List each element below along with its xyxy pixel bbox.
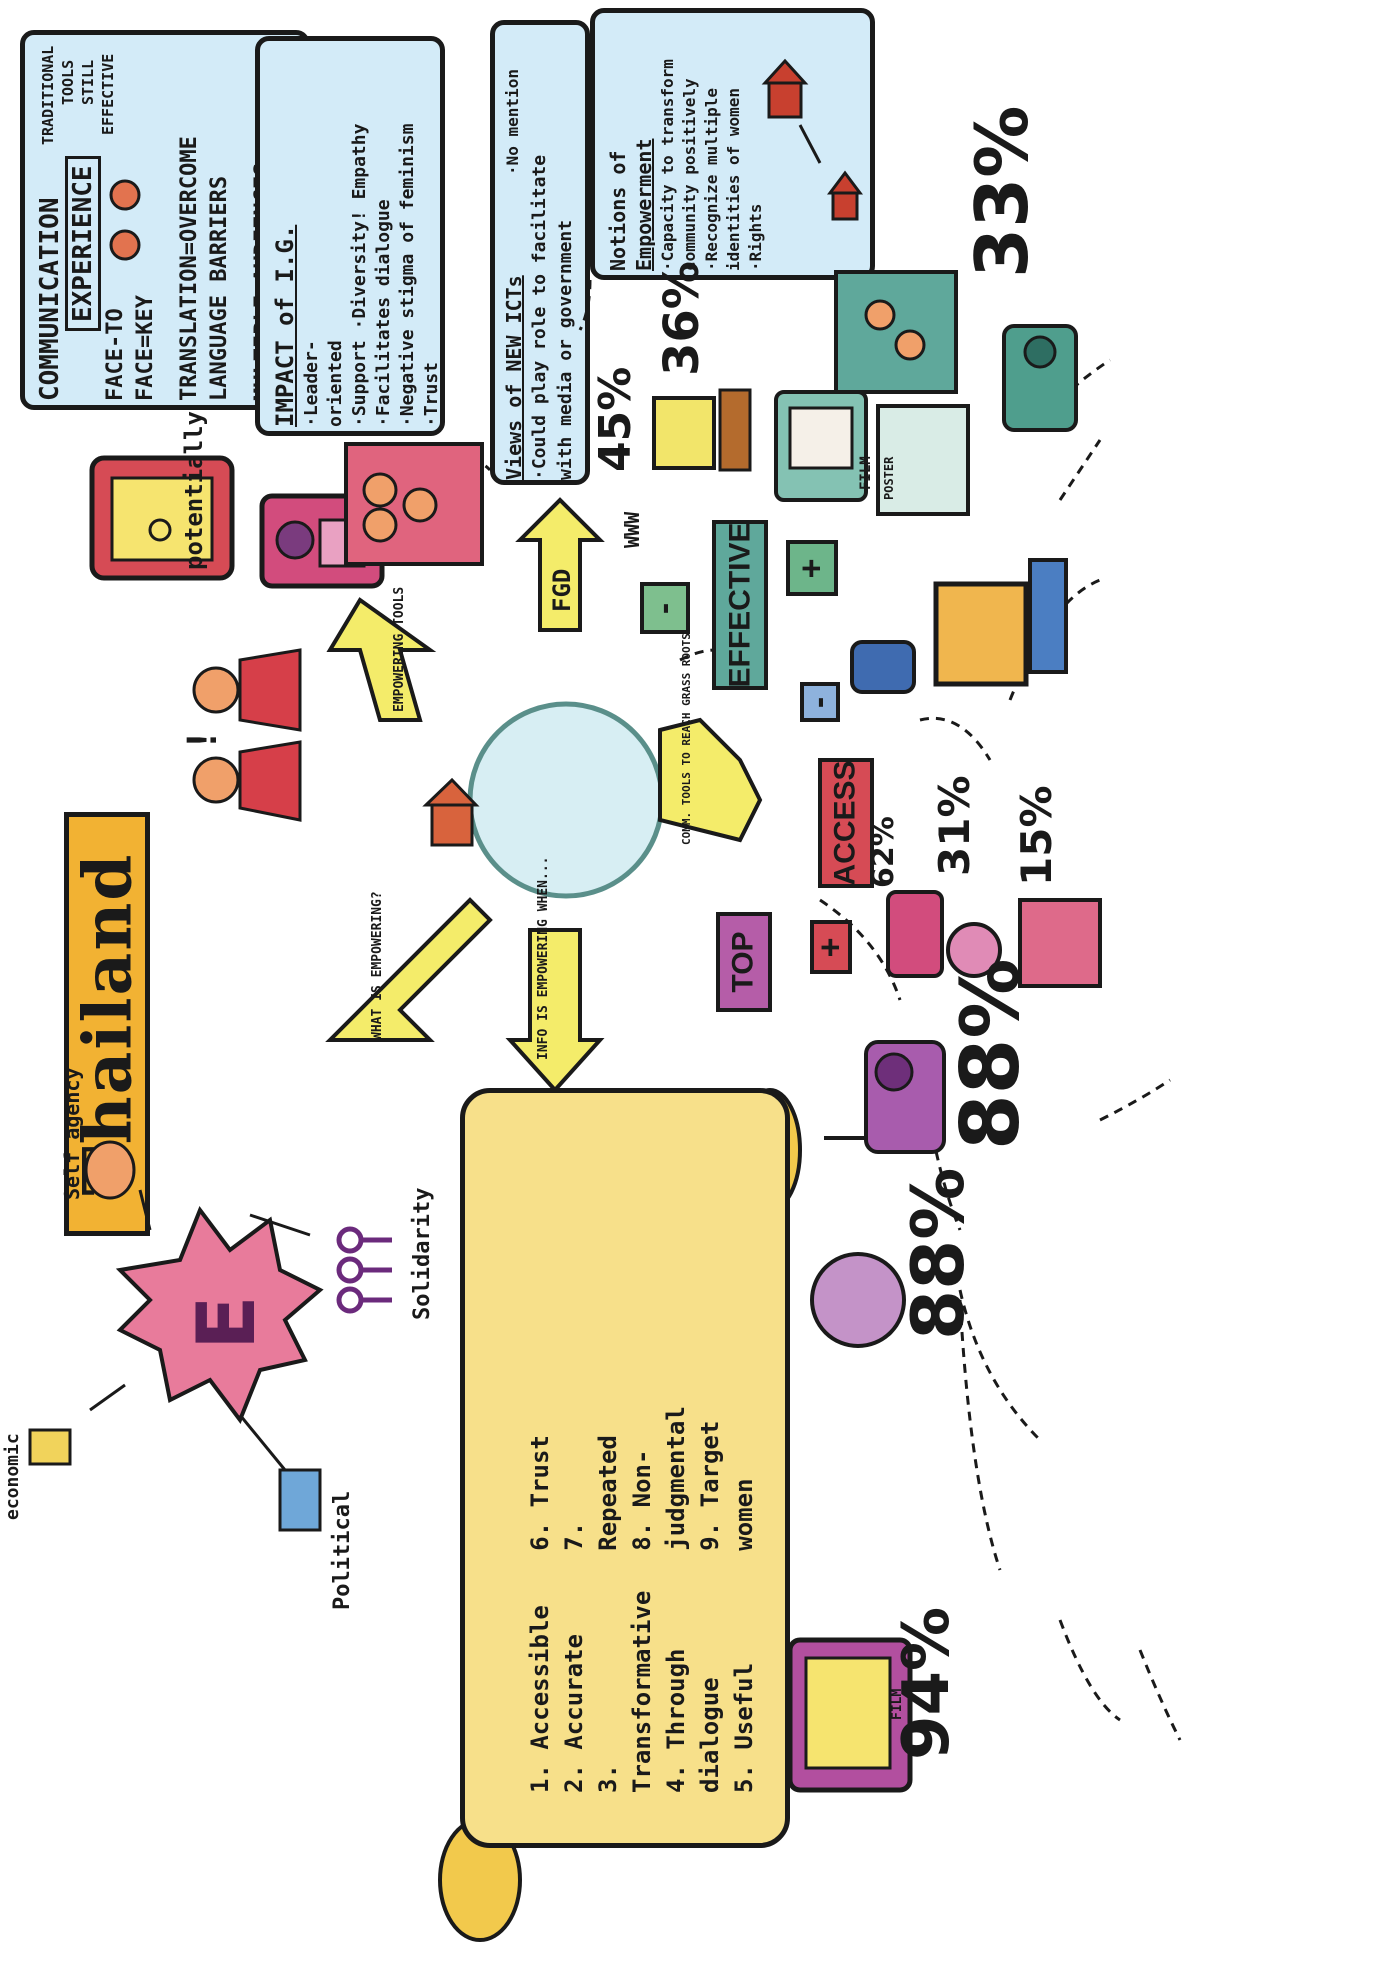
- poster-label: POSTER: [882, 457, 896, 500]
- percent-36: 36%: [654, 261, 710, 376]
- economic-label: economic: [2, 1433, 23, 1520]
- fgd-label: FGD: [548, 569, 576, 612]
- criterion-4b: dialogue: [693, 1591, 727, 1793]
- self-agency-label: Self agency: [60, 1068, 84, 1200]
- criterion-2: 2. Accurate: [557, 1591, 591, 1793]
- criterion-8b: judgmental: [659, 1406, 693, 1551]
- criterion-6: 6. Trust: [523, 1406, 557, 1551]
- minus-tag-2: -: [800, 682, 840, 722]
- www-label: WWW: [620, 512, 644, 548]
- film-label: FILM: [858, 456, 874, 490]
- empowerment-letter: E: [180, 1295, 273, 1350]
- criteria-scroll: 1. Accessible 2. Accurate 3. Transformat…: [460, 1088, 790, 1848]
- criterion-8: 8. Non-: [625, 1406, 659, 1551]
- plus-tag-1: +: [786, 540, 838, 596]
- percent-62: 62%: [866, 816, 901, 888]
- criterion-4: 4. Through: [659, 1591, 693, 1793]
- percent-31: 31%: [930, 775, 979, 876]
- what-is-empowering-label: WHAT IS EMPOWERING?: [370, 891, 385, 1040]
- criterion-9: 9. Target: [693, 1406, 727, 1551]
- criterion-1: 1. Accessible: [523, 1591, 557, 1793]
- percent-33: 33%: [960, 106, 1044, 278]
- percent-15: 15%: [1012, 785, 1061, 886]
- political-label: Political: [330, 1491, 355, 1610]
- percent-88-phone: 88%: [896, 1168, 980, 1340]
- criterion-3: 3. Transformative: [591, 1591, 659, 1793]
- criterion-7: 7. Repeated: [557, 1406, 625, 1551]
- criterion-5: 5. Useful: [727, 1591, 761, 1793]
- top-tag: TOP: [716, 912, 772, 1012]
- percent-94: 94%: [890, 1607, 964, 1760]
- criterion-9b: women: [727, 1406, 761, 1551]
- empowering-tools-label: EMPOWERING TOOLS: [392, 587, 407, 712]
- percent-88-radio: 88%: [944, 959, 1037, 1150]
- exclaim-label: !: [180, 728, 226, 752]
- info-is-empowering-label: INFO IS EMPOWERING WHEN...: [536, 857, 551, 1061]
- effective-tag: EFFECTIVE: [712, 520, 768, 690]
- percent-45: 45%: [590, 367, 641, 472]
- solidarity-label: Solidarity: [410, 1188, 435, 1320]
- potentially-label: potentially: [180, 411, 208, 570]
- plus-tag-2: +: [810, 920, 852, 974]
- minus-tag-1: -: [640, 582, 690, 634]
